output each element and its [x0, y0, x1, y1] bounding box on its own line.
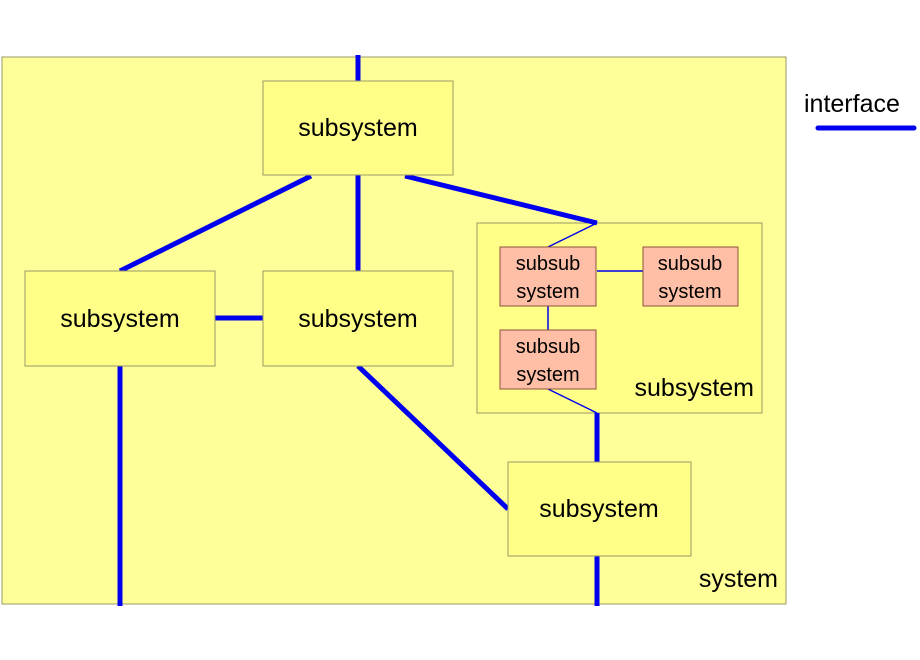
subsub-top-right-box	[642, 246, 739, 307]
subsystem-middle-label: subsystem	[298, 305, 417, 333]
subsub-top-left-label-line2: system	[516, 281, 579, 303]
subsub-top-right-label-line2: system	[658, 281, 721, 303]
subsub-top-left-label-line1: subsub	[516, 253, 581, 275]
subsystem-bottom-label: subsystem	[539, 495, 658, 523]
internal-subsub-bottom-to-container	[547, 388, 598, 414]
subsystem-top-box	[262, 80, 454, 176]
system-label: system	[699, 565, 778, 593]
interface-top-to-left	[118, 173, 313, 274]
subsub-top-right-label-line1: subsub	[658, 253, 723, 275]
internal-interface-lines	[547, 222, 643, 414]
subsystem-left-box	[24, 270, 216, 367]
subsub-top-left-box	[499, 246, 597, 307]
subsub-bottom-box	[499, 329, 597, 390]
subsystem-bottom-box	[507, 461, 692, 557]
internal-container-to-subsub-top-left	[547, 222, 598, 248]
subsub-bottom-label-line2: system	[516, 364, 579, 386]
interface-middle-to-bottom	[356, 364, 510, 511]
interface-top-to-container	[404, 173, 598, 226]
legend-interface-label: interface	[804, 90, 900, 118]
subsystem-middle-box	[262, 270, 454, 367]
subsystem-left-label: subsystem	[60, 305, 179, 333]
subsub-bottom-label-line1: subsub	[516, 336, 581, 358]
subsystem-container-label: subsystem	[635, 374, 754, 402]
interface-lines	[117, 55, 600, 606]
subsystem-top-label: subsystem	[298, 114, 417, 142]
